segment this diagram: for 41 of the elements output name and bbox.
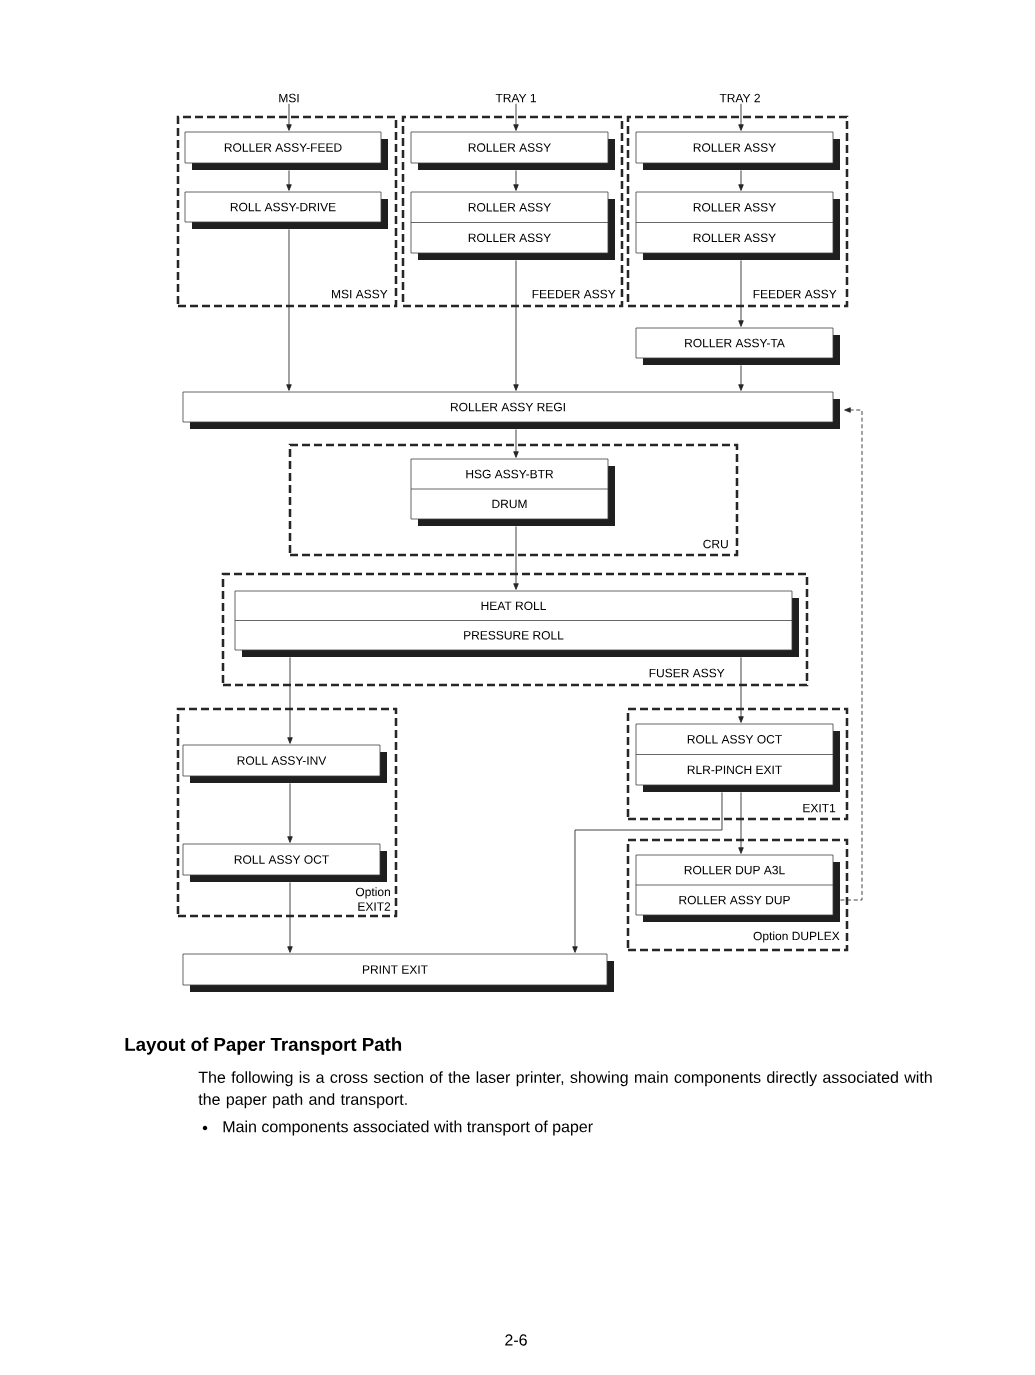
arrow: [287, 782, 293, 843]
arrow: [286, 228, 292, 391]
page-number: 2-6: [505, 1334, 527, 1346]
source-label: TRAY 1: [495, 93, 536, 103]
component-box: ROLLER ASSY-TA: [635, 327, 840, 365]
component-box: ROLL ASSY OCT: [182, 843, 387, 882]
component-stack: HSG ASSY-BTR DRUM: [410, 458, 615, 526]
component-box: ROLLER ASSY-FEED: [184, 131, 388, 170]
arrow: [738, 656, 744, 723]
arrow: [738, 791, 744, 854]
component-box: ROLL ASSY-INV: [182, 744, 387, 783]
component-box: ROLLER ASSY: [635, 131, 840, 170]
arrow: [287, 881, 293, 953]
arrow: [513, 169, 519, 191]
arrow: [513, 259, 519, 391]
paragraph: The following is a cross section of the laser printer, showing main components directly associated with the paper path and transport.: [198, 1071, 932, 1109]
component-stack: HEAT ROLL PRESSURE ROLL: [234, 590, 799, 657]
heading: Layout of Paper Transport Path: [125, 1037, 402, 1055]
arrow: [572, 791, 723, 953]
dashed-arrow: [839, 407, 863, 901]
component-box: ROLL ASSY-DRIVE: [184, 191, 388, 229]
bullet-text: Main components associated with transport of paper: [223, 1120, 593, 1136]
source-label: TRAY 2: [719, 93, 760, 103]
component-stack: ROLLER ASSY ROLLER ASSY: [410, 191, 615, 260]
arrow: [286, 169, 292, 191]
component-stack: ROLL ASSY OCT RLR-PINCH EXIT: [635, 723, 840, 792]
component-stack: ROLLER ASSY ROLLER ASSY: [635, 191, 840, 260]
arrow: [738, 259, 744, 327]
arrow: [738, 364, 744, 391]
component-box: ROLLER ASSY: [410, 131, 615, 170]
arrow: [513, 428, 519, 458]
source-label: MSI: [279, 93, 299, 103]
arrow: [513, 525, 519, 590]
component-box: ROLLER ASSY REGI: [182, 391, 840, 429]
arrow: [286, 103, 292, 131]
component-box: PRINT EXIT: [182, 953, 614, 992]
arrow: [738, 169, 744, 191]
arrow: [287, 656, 293, 744]
arrow: [513, 103, 519, 131]
arrow: [738, 103, 744, 131]
component-stack: ROLLER DUP A3L ROLLER ASSY DUP: [635, 854, 840, 922]
